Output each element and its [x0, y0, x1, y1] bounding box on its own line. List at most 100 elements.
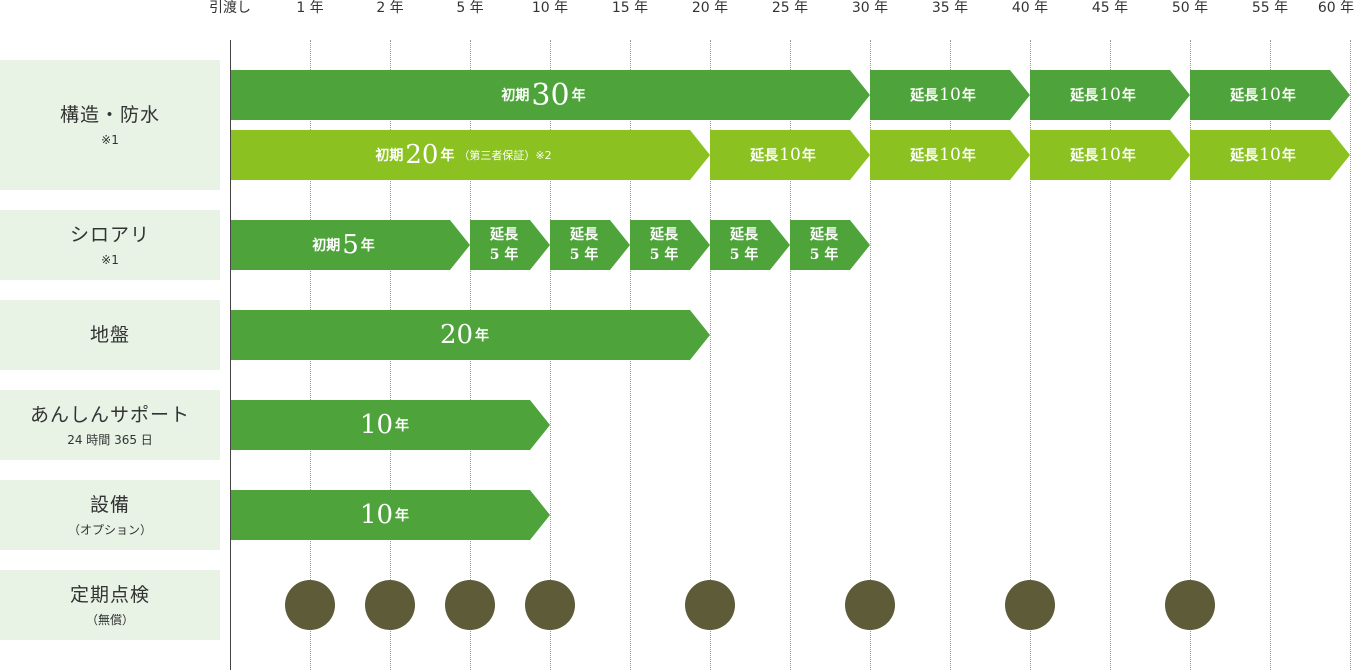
row-label-support: あんしんサポート 24 時間 365 日 — [0, 390, 220, 460]
tick-1y: 1 年 — [296, 0, 324, 16]
gridline — [950, 40, 951, 670]
gridline — [790, 40, 791, 670]
gridline — [870, 40, 871, 670]
bar-unit: 年 — [1121, 88, 1136, 104]
bar-years: 30 — [531, 77, 570, 113]
bar-prefix: 延長 — [910, 88, 939, 104]
row-subtitle: 24 時間 365 日 — [67, 433, 153, 447]
bar-prefix: 延長 — [810, 227, 838, 243]
row-title: あんしんサポート — [29, 404, 190, 426]
bar-prefix: 延長 — [1230, 88, 1259, 104]
bar-years: 5 — [809, 247, 820, 263]
structure-extend-bar: 延長 10 年 — [1190, 70, 1350, 120]
bar-prefix: 延長 — [1230, 148, 1259, 164]
bar-years: 5 — [729, 247, 740, 263]
bar-unit: 年 — [961, 88, 976, 104]
termite-initial-bar: 初期 5 年 — [231, 220, 470, 270]
bar-years: 10 — [939, 85, 961, 105]
bar-unit: 年 — [961, 148, 976, 164]
equipment-bar: 10 年 — [231, 490, 550, 540]
support-bar: 10 年 — [231, 400, 550, 450]
bar-unit: 年 — [801, 148, 816, 164]
inspection-dot — [1165, 580, 1215, 630]
row-label-structure: 構造・防水 ※1 — [0, 60, 220, 190]
bar-years: 10 — [1259, 85, 1281, 105]
row-subtitle: ※1 — [101, 253, 119, 267]
row-label-inspection: 定期点検 （無償） — [0, 570, 220, 640]
bar-unit: 年 — [744, 247, 759, 263]
bar-prefix: 延長 — [750, 148, 779, 164]
tick-45y: 45 年 — [1091, 0, 1129, 16]
tick-15y: 15 年 — [611, 0, 649, 16]
row-title: 設備 — [89, 494, 130, 516]
bar-years: 10 — [359, 410, 394, 440]
row-title: 定期点検 — [69, 584, 150, 606]
bar-unit: 年 — [440, 148, 455, 164]
bar-prefix: 延長 — [650, 227, 678, 243]
row-subtitle: ※1 — [101, 133, 119, 147]
gridline — [710, 40, 711, 670]
inspection-dot — [1005, 580, 1055, 630]
bar-years: 10 — [1259, 145, 1281, 165]
bar-years: 20 — [439, 320, 474, 350]
row-subtitle: （オプション） — [67, 523, 152, 537]
structure-extend-bar: 延長 10 年 — [710, 130, 870, 180]
structure-initial-bar: 初期 30 年 — [231, 70, 870, 120]
bar-prefix: 初期 — [501, 88, 530, 104]
row-title: シロアリ — [69, 224, 150, 246]
inspection-dot — [285, 580, 335, 630]
tick-40y: 40 年 — [1011, 0, 1049, 16]
tick-20y: 20 年 — [691, 0, 729, 16]
bar-years: 10 — [939, 145, 961, 165]
inspection-dot — [525, 580, 575, 630]
tick-25y: 25 年 — [771, 0, 809, 16]
termite-extend-bar: 延長 5 年 — [550, 220, 630, 270]
row-label-equipment: 設備 （オプション） — [0, 480, 220, 550]
bar-unit: 年 — [395, 418, 410, 434]
bar-prefix: 延長 — [1070, 88, 1099, 104]
structure-extend-bar: 延長 10 年 — [1190, 130, 1350, 180]
bar-years: 5 — [569, 247, 580, 263]
tick-30y: 30 年 — [851, 0, 889, 16]
structure-third-party-bar: 初期 20 年 （第三者保証）※2 — [231, 130, 710, 180]
termite-extend-bar: 延長 5 年 — [630, 220, 710, 270]
inspection-dot — [845, 580, 895, 630]
row-label-termite: シロアリ ※1 — [0, 210, 220, 280]
ground-bar: 20 年 — [231, 310, 710, 360]
bar-unit: 年 — [824, 247, 839, 263]
timeline-axis — [230, 40, 231, 670]
bar-years: 5 — [342, 230, 359, 260]
tick-handover: 引渡し — [209, 0, 251, 16]
bar-prefix: 初期 — [312, 238, 341, 254]
gridline — [1350, 40, 1351, 670]
bar-years: 10 — [779, 145, 801, 165]
gridline — [1190, 40, 1191, 670]
bar-unit: 年 — [360, 238, 375, 254]
tick-5y: 5 年 — [456, 0, 484, 16]
bar-unit: 年 — [504, 247, 519, 263]
bar-unit: 年 — [1281, 148, 1296, 164]
bar-years: 10 — [1099, 85, 1121, 105]
tick-55y: 55 年 — [1251, 0, 1289, 16]
termite-extend-bar: 延長 5 年 — [470, 220, 550, 270]
bar-note: （第三者保証）※2 — [458, 149, 552, 162]
inspection-dot — [445, 580, 495, 630]
bar-unit: 年 — [571, 88, 586, 104]
inspection-dot — [685, 580, 735, 630]
tick-2y: 2 年 — [376, 0, 404, 16]
gridline — [1270, 40, 1271, 670]
bar-years: 10 — [1099, 145, 1121, 165]
gridline — [1030, 40, 1031, 670]
structure-extend-bar: 延長 10 年 — [870, 70, 1030, 120]
tick-60y: 60 年 — [1317, 0, 1355, 16]
structure-extend-bar: 延長 10 年 — [1030, 70, 1190, 120]
row-subtitle: （無償） — [85, 613, 134, 627]
bar-years: 20 — [405, 140, 439, 170]
bar-unit: 年 — [664, 247, 679, 263]
tick-35y: 35 年 — [931, 0, 969, 16]
tick-50y: 50 年 — [1171, 0, 1209, 16]
termite-extend-bar: 延長 5 年 — [710, 220, 790, 270]
row-title: 地盤 — [89, 324, 130, 346]
bar-prefix: 延長 — [910, 148, 939, 164]
bar-prefix: 延長 — [730, 227, 758, 243]
